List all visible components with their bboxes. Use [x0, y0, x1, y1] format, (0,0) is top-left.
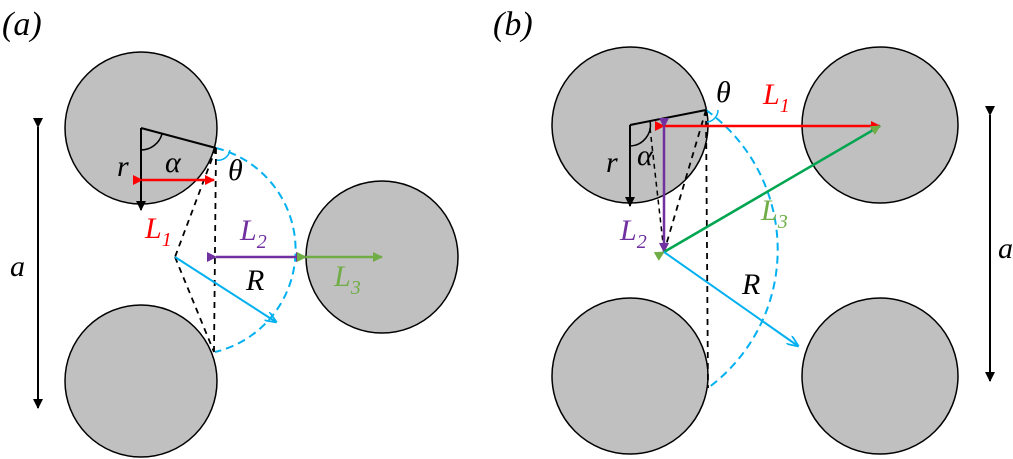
pore-circle-arc: [214, 147, 297, 353]
label-R: R: [741, 268, 760, 301]
label-l3: L3: [760, 194, 788, 233]
r-radius-arrow: [663, 251, 798, 346]
r-radius-arrow: [174, 256, 276, 322]
label-l1: L1: [762, 78, 790, 117]
label-r: r: [117, 150, 129, 183]
particle-bottom-right: [801, 297, 959, 455]
label-a: a: [998, 232, 1013, 265]
label-theta: θ: [228, 154, 243, 187]
theta-arc: [215, 149, 231, 161]
panel-b-label: (b): [493, 6, 533, 43]
label-r: r: [606, 146, 618, 179]
particle-bottom-left: [551, 297, 709, 455]
pore-chord-vertical: [213, 147, 217, 353]
panel-a: (a) r α θ L1 L2: [2, 6, 459, 458]
alpha-ray: [629, 109, 707, 126]
alpha-arc: [629, 120, 652, 147]
panel-b: (b) r α θ L1 L2: [493, 6, 1013, 455]
label-l2: L2: [619, 214, 647, 253]
pore-chord-upper: [174, 147, 217, 258]
alpha-ray: [140, 127, 217, 149]
l3-arrow: [653, 124, 881, 261]
panel-a-label: (a): [2, 6, 42, 43]
pore-circle-arc: [705, 109, 779, 389]
alpha-arc: [140, 133, 163, 151]
label-l2: L2: [239, 214, 267, 253]
pore-chord-vertical: [705, 109, 709, 389]
label-alpha: α: [165, 146, 182, 179]
label-R: R: [245, 264, 264, 297]
label-alpha: α: [637, 139, 654, 172]
label-l3: L3: [333, 260, 361, 299]
label-theta: θ: [716, 76, 731, 109]
label-l1: L1: [144, 212, 172, 251]
label-a: a: [10, 250, 25, 283]
particle-bottom-left: [64, 304, 218, 458]
